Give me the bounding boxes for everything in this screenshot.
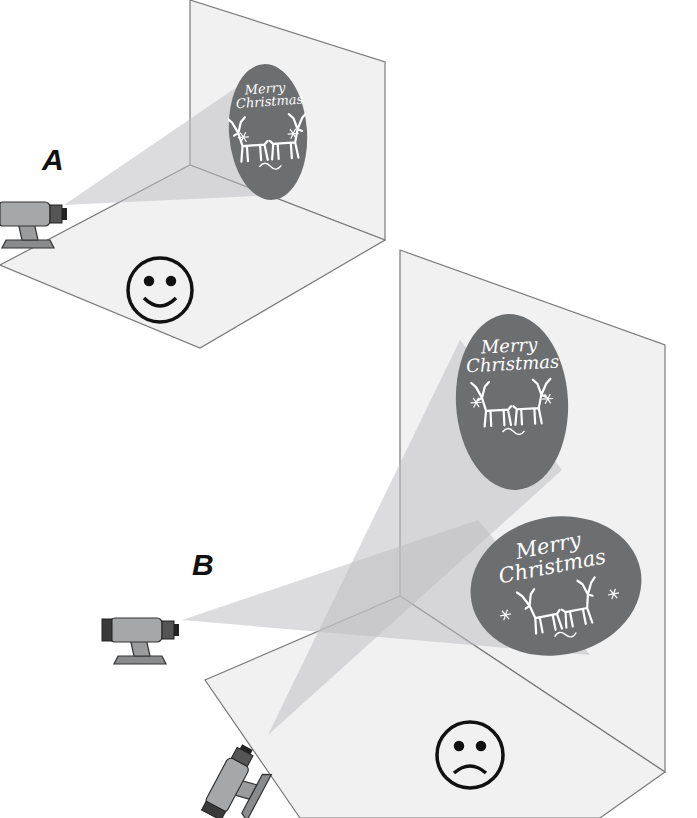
projector — [102, 618, 179, 664]
scene-label: B — [192, 548, 214, 582]
greeting-text: Merry Christmas — [235, 80, 297, 110]
projected-circle: Merry Christmas — [451, 311, 572, 493]
frowny-face — [437, 722, 503, 788]
greeting-text: Merry Christmas — [465, 335, 555, 376]
smiley-face — [128, 258, 192, 322]
projected-circle: Merry Christmas — [224, 61, 311, 202]
projector — [201, 741, 278, 818]
scene-label: A — [42, 143, 64, 177]
projector — [0, 202, 67, 248]
